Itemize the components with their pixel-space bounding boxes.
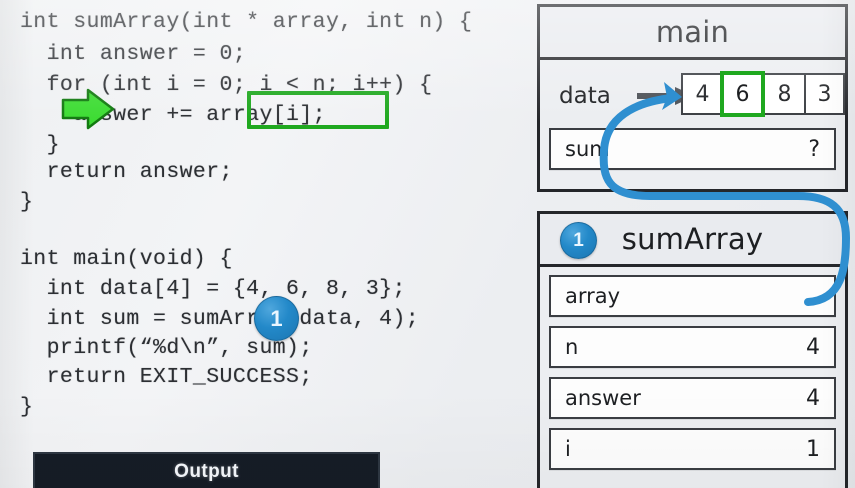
- code-line: int sumArray(int * array, int n) {: [20, 10, 473, 34]
- step-badge-code: 1: [254, 296, 299, 341]
- variable-name: n: [565, 335, 579, 359]
- array-cell-highlighted: 6: [720, 71, 765, 117]
- output-panel: Output: [33, 452, 380, 488]
- variable-row-array: array: [549, 275, 836, 317]
- stack-frame-header-sumarray: 1 sumArray: [540, 214, 845, 267]
- code-line: printf(“%d\n”, sum);: [20, 336, 313, 360]
- expression-highlight-box: [247, 91, 389, 129]
- array-cell: 4: [681, 73, 722, 115]
- stack-frame-header-main: main: [540, 7, 845, 60]
- variable-value: 1: [806, 436, 820, 462]
- array-cell: 3: [804, 73, 845, 115]
- output-label: Output: [174, 461, 239, 482]
- variable-row-n: n 4: [549, 326, 836, 368]
- array-cell: 8: [763, 73, 804, 115]
- stack-frame-body-main: data 4 6 8 3 sum ?: [540, 60, 845, 187]
- code-line: int data[4] = {4, 6, 8, 3};: [20, 277, 406, 301]
- code-line: int answer = 0;: [20, 42, 247, 66]
- variable-name: sum: [565, 137, 610, 161]
- code-line: for (int i = 0; i < n; i++) {: [20, 73, 433, 97]
- code-line: int sum = sumArray(data, 4);: [20, 307, 420, 331]
- variable-name: i: [565, 437, 571, 461]
- variable-value: 4: [806, 334, 820, 360]
- stack-frame-main: main data 4 6 8 3 sum: [537, 4, 848, 192]
- variable-row-answer: answer 4: [549, 377, 836, 419]
- variable-row-sum: sum ?: [549, 128, 836, 170]
- stack-frame-sumarray: 1 sumArray array n 4 answer 4 i 1: [537, 211, 848, 488]
- code-line: }: [20, 395, 34, 419]
- code-line: return answer;: [20, 160, 233, 184]
- current-line-arrow-icon: [61, 88, 115, 130]
- variable-value: ?: [808, 136, 820, 162]
- stack-frame-title: main: [655, 15, 730, 49]
- variable-name: array: [565, 284, 621, 308]
- code-line: return EXIT_SUCCESS;: [20, 365, 313, 389]
- array-cells: 4 6 8 3: [681, 71, 845, 117]
- variable-name: answer: [565, 386, 641, 410]
- variable-name-data: data: [559, 83, 611, 109]
- pointer-variable-row-data: data 4 6 8 3: [549, 70, 845, 122]
- variable-row-i: i 1: [549, 428, 836, 470]
- variable-value: 4: [806, 385, 820, 411]
- stack-frame-title: sumArray: [621, 222, 764, 256]
- code-line: }: [20, 190, 34, 214]
- code-line: }: [20, 133, 60, 157]
- code-line: int main(void) {: [20, 247, 233, 271]
- code-panel: int sumArray(int * array, int n) { int a…: [20, 4, 530, 434]
- stack-frame-body-sumarray: array n 4 answer 4 i 1: [540, 267, 845, 487]
- step-badge-frame: 1: [560, 222, 597, 259]
